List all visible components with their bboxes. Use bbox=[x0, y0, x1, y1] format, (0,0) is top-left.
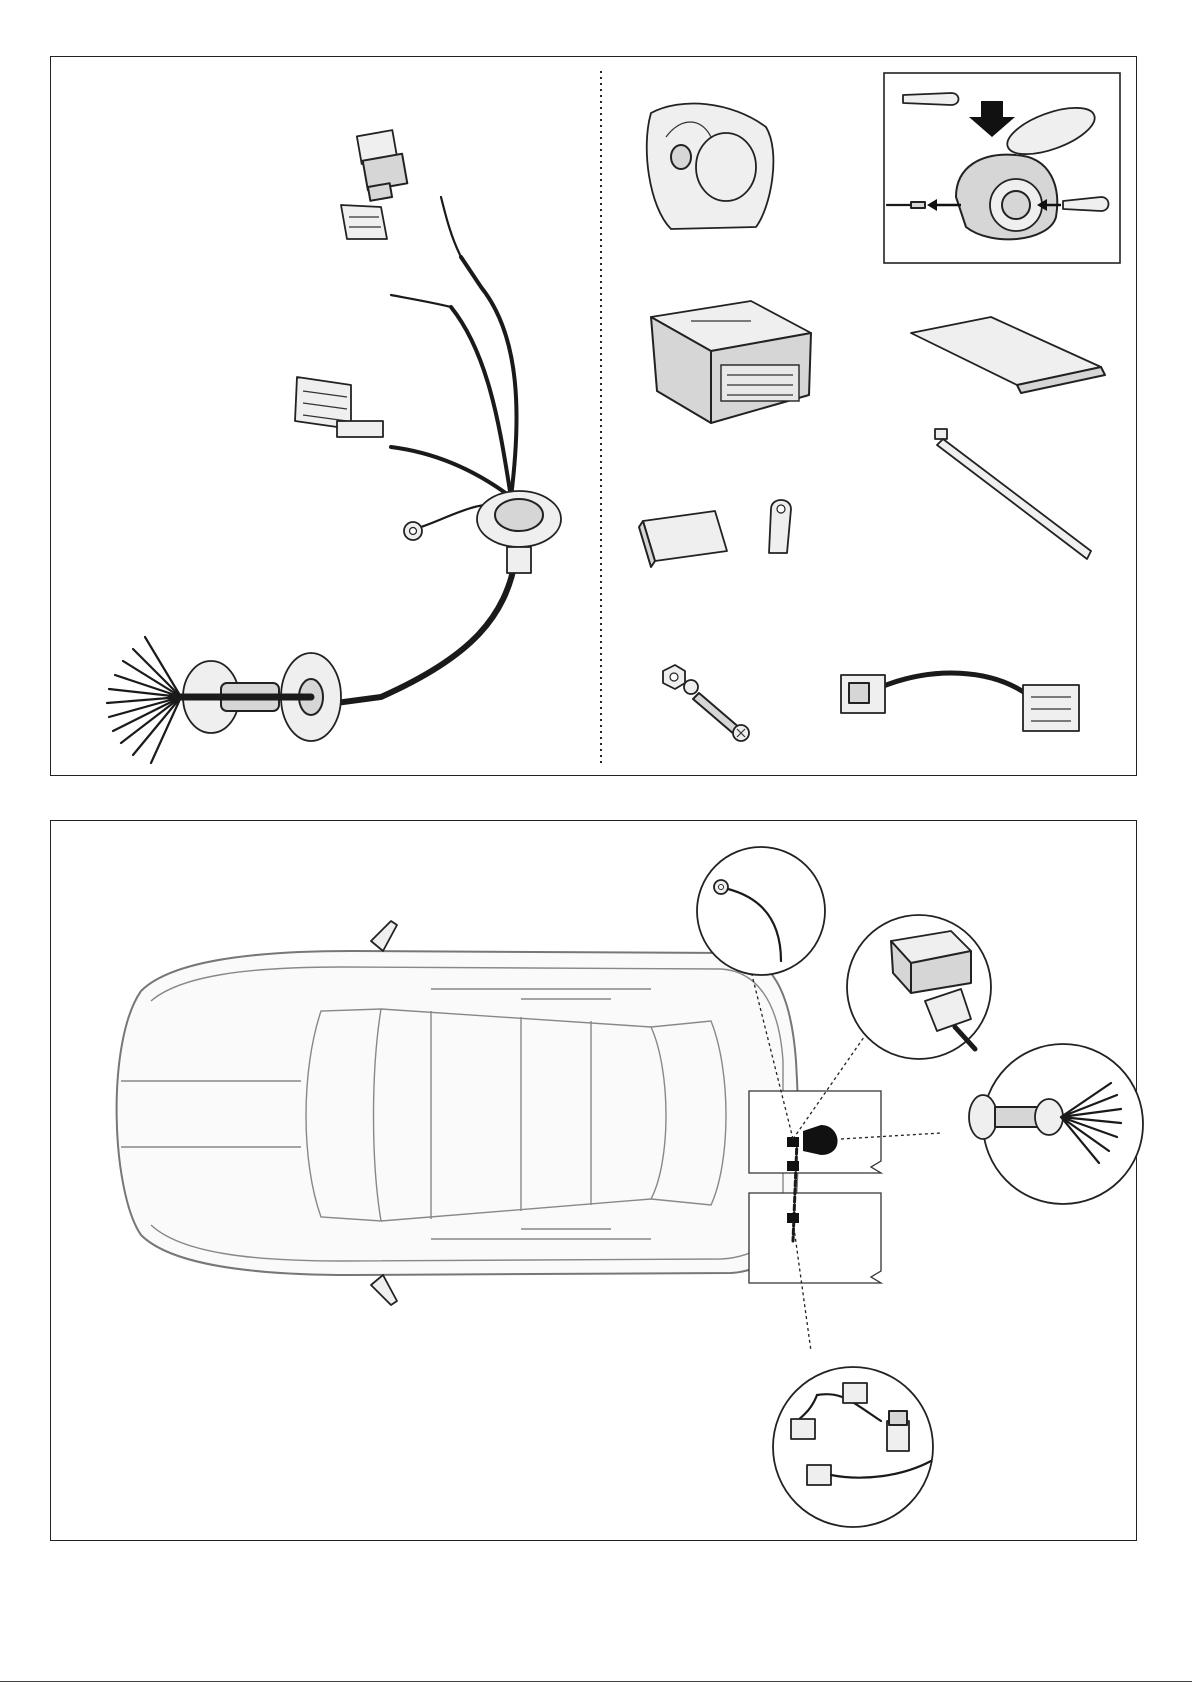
ground-ring-terminal bbox=[404, 522, 422, 540]
bumper-cutaway-lower bbox=[749, 1193, 881, 1283]
harness-connector-c bbox=[295, 377, 383, 437]
cable-tie bbox=[935, 429, 1091, 559]
harness-connector-a bbox=[357, 130, 407, 201]
harness-connector-b bbox=[341, 205, 387, 239]
parts-drawing bbox=[51, 57, 1138, 777]
parts-panel bbox=[50, 56, 1137, 776]
socket-plate-callout bbox=[969, 1044, 1143, 1204]
bolt-nut-washer bbox=[663, 665, 749, 741]
adapter-cable bbox=[841, 673, 1079, 731]
installation-drawing bbox=[51, 821, 1138, 1542]
adhesive-foam-strip bbox=[911, 317, 1105, 393]
socket-pin-insertion-inset bbox=[884, 73, 1120, 263]
control-module bbox=[651, 301, 811, 423]
ground-point-callout bbox=[697, 847, 825, 975]
main-wiring-harness bbox=[107, 130, 561, 763]
adhesive-pad bbox=[639, 511, 727, 567]
socket-13-pin bbox=[647, 104, 774, 229]
socket-mounting-plate bbox=[171, 653, 341, 741]
vehicle-top-view bbox=[117, 921, 799, 1305]
installation-panel bbox=[50, 820, 1137, 1541]
harness-wire-ends bbox=[107, 637, 181, 763]
ground-terminal-bracket bbox=[769, 500, 791, 553]
footer-rule bbox=[0, 1681, 1192, 1682]
vehicle-connector-callout bbox=[773, 1367, 933, 1527]
harness-grommet bbox=[477, 491, 561, 573]
module-connection-callout bbox=[847, 915, 991, 1059]
